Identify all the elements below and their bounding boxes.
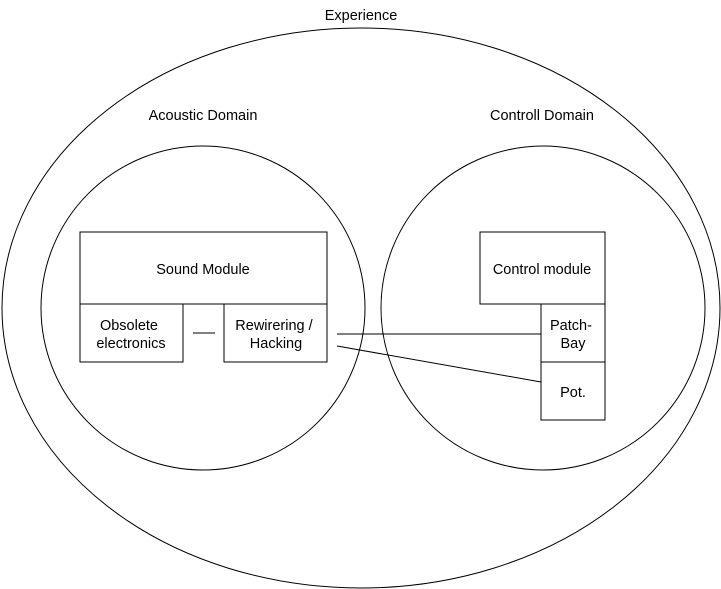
control-module-box bbox=[479, 231, 606, 305]
experience-ellipse bbox=[1, 27, 721, 589]
patch-bay-line-1: Patch- bbox=[550, 318, 592, 334]
patch-bay-label: Patch- Bay bbox=[550, 318, 596, 352]
sound-module-label: Sound Module bbox=[156, 262, 250, 278]
rewirering-hacking-line-1: Rewirering / bbox=[235, 318, 313, 334]
control-domain-label: Controll Domain bbox=[490, 108, 594, 124]
acoustic-domain-circle bbox=[40, 145, 366, 471]
rewirering-hacking-line-2: Hacking bbox=[250, 336, 302, 352]
obsolete-electronics-line-2: electronics bbox=[96, 336, 165, 352]
experience-label: Experience bbox=[325, 8, 398, 24]
sound-module-box bbox=[79, 231, 328, 305]
obsolete-electronics-box bbox=[79, 303, 184, 363]
rewirering-hacking-label: Rewirering / Hacking bbox=[235, 318, 316, 352]
pot-label: Pot. bbox=[560, 385, 586, 401]
obsolete-electronics-line-1: Obsolete bbox=[100, 318, 158, 334]
obsolete-electronics-label: Obsolete electronics bbox=[96, 318, 165, 352]
acoustic-domain-label: Acoustic Domain bbox=[149, 108, 258, 124]
rewirering-to-pot-connector bbox=[336, 345, 542, 383]
rewirering-hacking-box bbox=[223, 303, 328, 363]
pot-box bbox=[540, 361, 606, 421]
control-module-label: Control module bbox=[493, 262, 591, 278]
patch-bay-line-2: Bay bbox=[561, 336, 587, 352]
